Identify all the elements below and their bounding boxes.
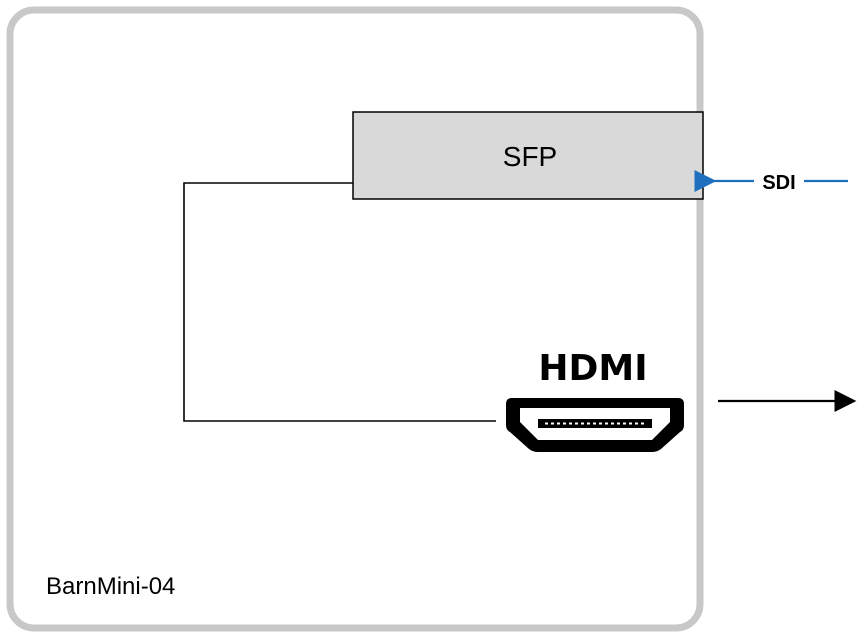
sfp-module xyxy=(352,111,704,200)
sdi-label: SDI xyxy=(762,172,795,194)
internal-connection-line xyxy=(183,182,496,422)
hdmi-label: HDMI xyxy=(538,348,647,389)
device-enclosure xyxy=(6,6,704,632)
device-name-label: BarnMini-04 xyxy=(46,573,175,600)
sdi-label-bg xyxy=(754,168,804,194)
hdmi-port-icon xyxy=(506,398,684,452)
sfp-label: SFP xyxy=(503,141,557,172)
